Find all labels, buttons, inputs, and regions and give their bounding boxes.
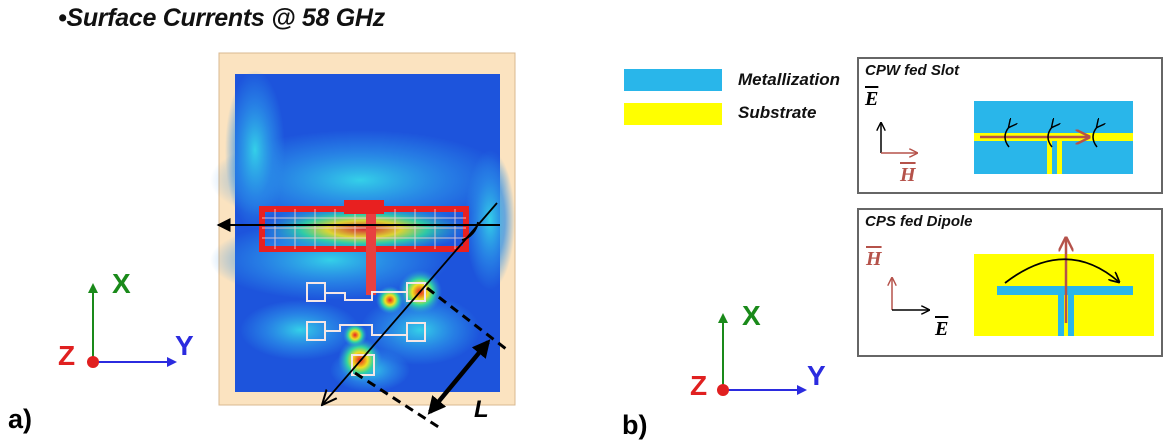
- figure-title: •Surface Currents @ 58 GHz: [58, 4, 385, 32]
- z-axis-label: Z: [58, 340, 76, 371]
- cpw-slot-title: CPW fed Slot: [865, 62, 960, 79]
- cpw-slot-diagram: [857, 101, 1133, 174]
- x-axis-label-b: X: [742, 300, 761, 331]
- z-axis-dot: [87, 356, 99, 368]
- legend-swatch-substrate: [624, 103, 722, 125]
- z-axis-label-b: Z: [690, 370, 708, 401]
- x-axis-label: X: [112, 268, 131, 299]
- cps-dipole-diagram: [857, 208, 1154, 336]
- cps-dipole-title: CPS fed Dipole: [865, 213, 973, 230]
- cps-e-vector-label: E: [935, 318, 949, 340]
- cpw-e-vector-label: E: [865, 88, 879, 110]
- angle-arc: [461, 221, 479, 241]
- dimension-arrow: [427, 339, 491, 415]
- surface-current-panel: [87, 52, 516, 430]
- legend-swatch-metallization: [624, 69, 722, 91]
- y-axis-label: Y: [175, 330, 194, 361]
- legend-label-substrate: Substrate: [738, 103, 817, 122]
- panel-a-label: a): [8, 404, 33, 434]
- y-axis-label-b: Y: [807, 360, 826, 391]
- cps-h-vector-label: H: [866, 248, 882, 270]
- length-label: L: [474, 396, 489, 423]
- cpw-h-vector-label: H: [900, 164, 916, 186]
- legend-label-metallization: Metallization: [738, 70, 841, 89]
- panel-b-label: b): [622, 410, 648, 440]
- coordinate-axes-b: [717, 313, 807, 396]
